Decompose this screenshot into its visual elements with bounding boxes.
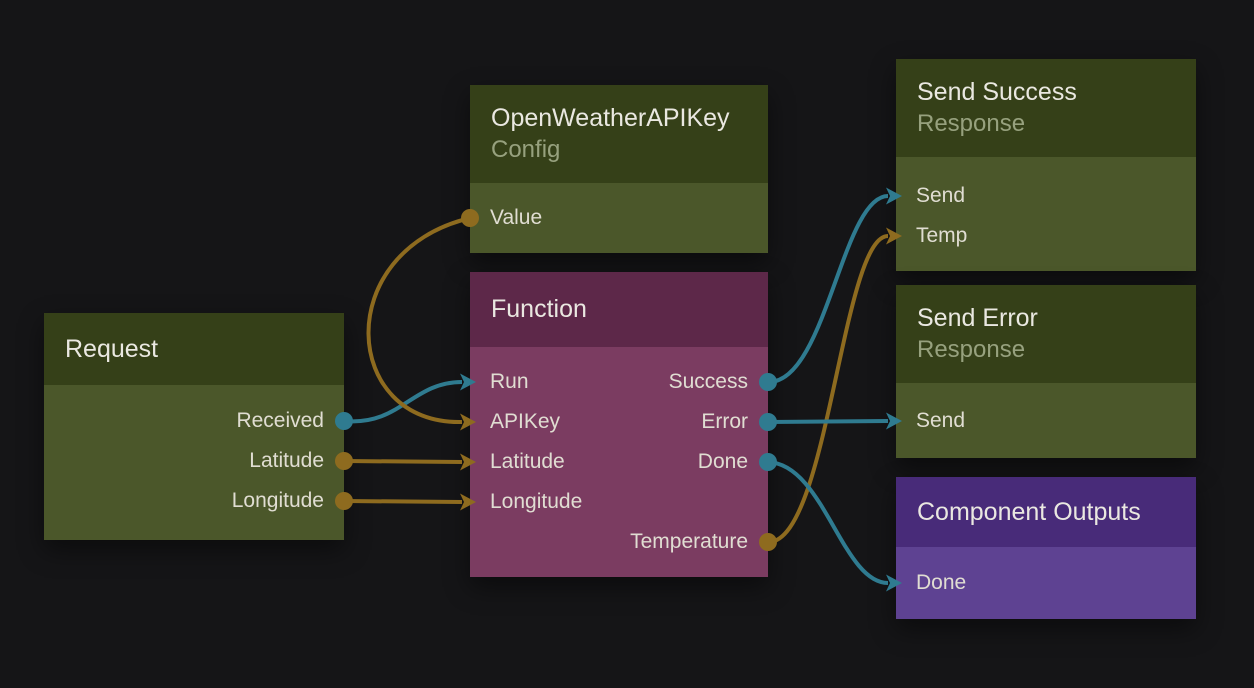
port-latitude[interactable]: Latitude: [44, 441, 344, 481]
node-component-outputs[interactable]: Component Outputs Done: [896, 477, 1196, 619]
node-request-body: Received Latitude Longitude: [44, 385, 344, 540]
node-send-error[interactable]: Send Error Response Send: [896, 285, 1196, 458]
port-label: Latitude: [249, 449, 324, 472]
node-openweatherapikey[interactable]: OpenWeatherAPIKey Config Value: [470, 85, 768, 253]
node-send-error-body: Send: [896, 383, 1196, 458]
wire-request-longitude-to-function-longitude[interactable]: [344, 499, 463, 504]
port-label: Send: [916, 409, 966, 432]
port-value[interactable]: Value: [470, 198, 768, 238]
wire-request-received-to-function-run[interactable]: [344, 380, 463, 424]
port-received[interactable]: Received: [44, 401, 344, 441]
port-done-in[interactable]: Done: [896, 563, 1196, 603]
node-title: OpenWeatherAPIKey: [491, 104, 730, 132]
node-subtitle: Response: [917, 336, 1026, 363]
wire-function-temperature-to-send-success-temp[interactable]: [767, 234, 889, 545]
node-title: Function: [491, 295, 587, 323]
wire-request-latitude-to-function-latitude[interactable]: [344, 459, 463, 464]
node-component-outputs-body: Done: [896, 547, 1196, 619]
port-error[interactable]: Error: [701, 410, 748, 433]
port-longitude-in[interactable]: Longitude: [490, 490, 583, 513]
wire-openweather-value-to-function-apikey[interactable]: [366, 216, 471, 425]
node-send-error-header: Send Error Response: [896, 285, 1196, 383]
node-title: Send Error: [917, 304, 1038, 332]
port-label: Temp: [916, 224, 968, 247]
port-label: Send: [916, 184, 966, 207]
node-send-success-header: Send Success Response: [896, 59, 1196, 157]
port-label: Done: [916, 571, 967, 594]
port-run[interactable]: Run: [490, 370, 529, 393]
node-function-body: Run Success APIKey Error Latitude Done L…: [470, 347, 768, 577]
node-openweatherapikey-header: OpenWeatherAPIKey Config: [470, 85, 768, 183]
port-label: Longitude: [231, 489, 324, 512]
node-title: Component Outputs: [917, 497, 1141, 526]
node-request-header: Request: [44, 313, 344, 385]
wire-function-error-to-send-error-send[interactable]: [767, 419, 889, 424]
port-label: Received: [236, 409, 324, 432]
port-temperature[interactable]: Temperature: [630, 530, 748, 553]
node-send-success[interactable]: Send Success Response Send Temp: [896, 59, 1196, 271]
port-label: Value: [490, 206, 543, 229]
node-subtitle: Response: [917, 110, 1026, 137]
port-done[interactable]: Done: [697, 450, 748, 473]
node-title: Send Success: [917, 78, 1077, 106]
wire-function-success-to-send-success-send[interactable]: [767, 194, 889, 385]
node-subtitle: Config: [491, 136, 561, 163]
port-latitude-in[interactable]: Latitude: [490, 450, 565, 473]
port-send-error[interactable]: Send: [896, 401, 1196, 441]
node-component-outputs-header: Component Outputs: [896, 477, 1196, 547]
node-function[interactable]: Function Run Success APIKey Error Latitu…: [470, 272, 768, 577]
node-openweatherapikey-body: Value: [470, 183, 768, 253]
port-longitude[interactable]: Longitude: [44, 481, 344, 521]
node-title: Request: [65, 334, 159, 363]
port-send[interactable]: Send: [896, 176, 1196, 216]
node-send-success-body: Send Temp: [896, 157, 1196, 271]
node-request[interactable]: Request Received Latitude Longitude: [44, 313, 344, 540]
port-success[interactable]: Success: [668, 370, 748, 393]
wire-function-done-to-component-outputs-done[interactable]: [767, 460, 889, 585]
node-function-header: Function: [470, 272, 768, 347]
port-apikey[interactable]: APIKey: [490, 410, 561, 433]
port-temp[interactable]: Temp: [896, 216, 1196, 256]
